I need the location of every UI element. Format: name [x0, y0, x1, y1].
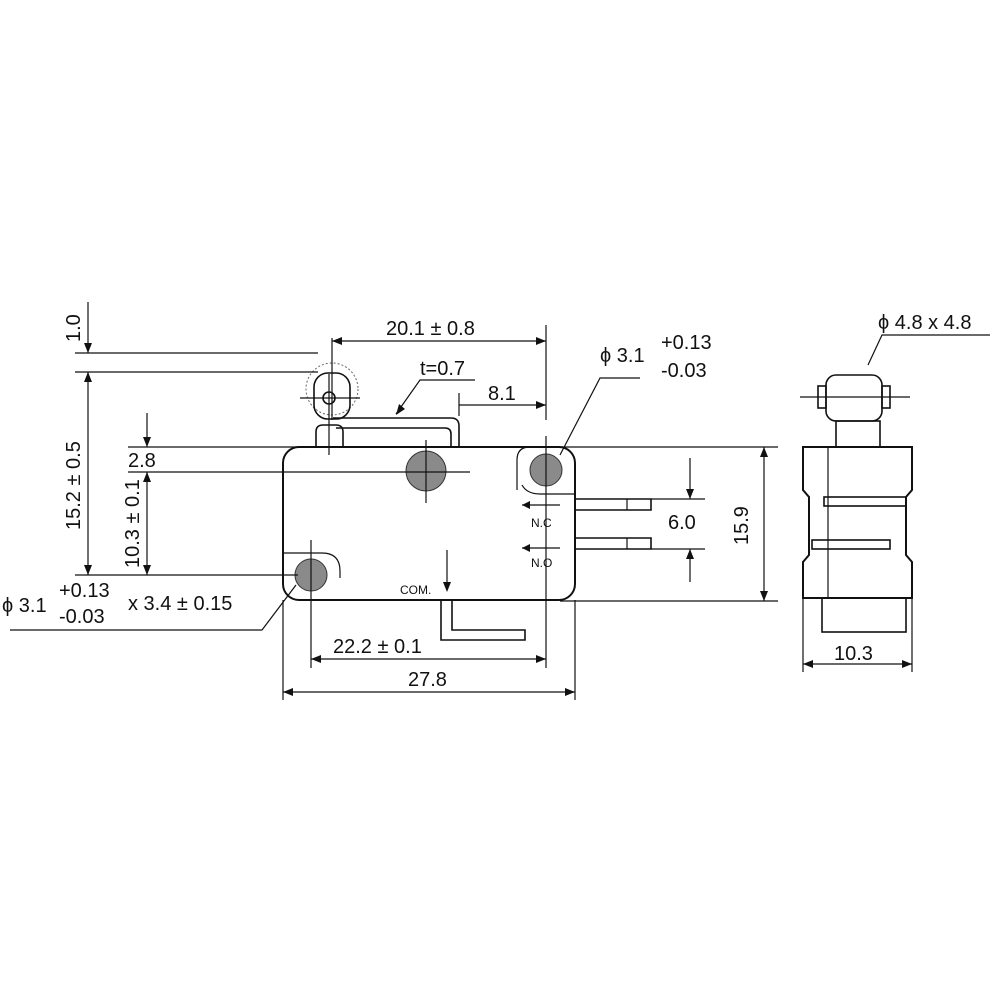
- side-body: [802, 446, 913, 599]
- terminal-com: [440, 600, 526, 641]
- nc-arrow-head: [522, 501, 530, 509]
- dim-10-3-label: 10.3 ± 0.1: [122, 479, 144, 568]
- dim-roller-leader: [867, 334, 990, 366]
- label-nc: N.C: [531, 516, 552, 530]
- label-com: COM.: [400, 583, 431, 597]
- side-terminal-lower: [811, 539, 891, 550]
- side-view: ϕ 4.8 x 4.8 10.3: [800, 312, 990, 672]
- dim-10-3-side-arrow-right: [902, 660, 912, 668]
- dim-15-2-arrow-bottom: [84, 565, 92, 575]
- dim-10-3-arrow-bottom: [143, 565, 151, 575]
- hole-right-surround-lower: [521, 484, 575, 495]
- dim-6-0-arrow-top: [686, 489, 694, 499]
- side-plunger: [835, 420, 881, 448]
- dim-6-0-arrow-bottom: [686, 549, 694, 559]
- dim-27-8-label: 27.8: [408, 669, 447, 691]
- dim-hole-left-phi: ϕ 3.1: [2, 595, 47, 617]
- dim-15-2-label: 15.2 ± 0.5: [63, 441, 85, 530]
- side-terminal-upper: [823, 496, 907, 507]
- hole-left-surround: [283, 552, 341, 578]
- dim-2-8-label: 2.8: [128, 450, 156, 472]
- dim-20-1-label: 20.1 ± 0.8: [386, 318, 475, 340]
- dim-t-arrow: [396, 404, 405, 415]
- dim-1-0-label: 1.0: [63, 314, 85, 342]
- dim-22-2-arrow-left: [311, 655, 321, 663]
- dim-2-8-arrow: [143, 437, 151, 447]
- dim-15-9-arrow-bottom: [760, 591, 768, 601]
- dim-27-8-arrow-left: [283, 688, 293, 696]
- front-dimensions: 1.0 15.2 ± 0.5 2.8 10.3 ± 0.1 20.1 ± 0.8…: [2, 302, 778, 700]
- dim-hole-top-minus: -0.03: [661, 360, 707, 382]
- label-no: N.O: [531, 556, 552, 570]
- dim-10-3-arrow-top: [143, 472, 151, 482]
- dim-1-0-arrow: [84, 343, 92, 353]
- dim-8-1-arrow: [536, 401, 546, 409]
- dim-22-2-arrow-right: [536, 655, 546, 663]
- dim-15-9-arrow-top: [760, 447, 768, 457]
- dim-hole-left-plus: +0.13: [59, 580, 110, 602]
- terminal-no: [575, 537, 652, 550]
- dim-20-1-arrow-left: [332, 337, 342, 345]
- dim-hole-left-leader: [10, 584, 297, 631]
- com-arrow-head: [443, 582, 451, 592]
- dim-10-3-side-label: 10.3: [834, 643, 873, 665]
- dim-t-leader: [395, 379, 475, 415]
- dim-hole-left-slot: x 3.4 ± 0.15: [128, 593, 232, 615]
- dim-15-9-label: 15.9: [731, 506, 753, 545]
- dim-hole-top-leader: [559, 377, 640, 456]
- no-arrow-head: [522, 544, 530, 552]
- dim-15-2-arrow-top: [84, 372, 92, 382]
- switch-body: [282, 446, 576, 601]
- side-bottom-terminal: [821, 597, 907, 633]
- dim-6-0-label: 6.0: [668, 512, 696, 534]
- hole-right-surround: [516, 446, 562, 490]
- dim-10-3-side-arrow-left: [803, 660, 813, 668]
- front-view: N.C N.O COM.: [282, 362, 652, 668]
- dim-20-1-arrow-right: [536, 337, 546, 345]
- dim-hole-top-phi: ϕ 3.1: [600, 345, 645, 367]
- terminal-nc: [575, 498, 652, 511]
- dim-22-2-label: 22.2 ± 0.1: [333, 636, 422, 658]
- dim-hole-left-minus: -0.03: [59, 606, 105, 628]
- dim-8-1-label: 8.1: [488, 383, 516, 405]
- dim-hole-top-plus: +0.13: [661, 332, 712, 354]
- dim-roller-label: ϕ 4.8 x 4.8: [878, 312, 971, 334]
- dim-27-8-arrow-right: [565, 688, 575, 696]
- lever-arm: [333, 417, 460, 447]
- dim-t-label: t=0.7: [420, 358, 465, 380]
- side-roller: [825, 374, 883, 422]
